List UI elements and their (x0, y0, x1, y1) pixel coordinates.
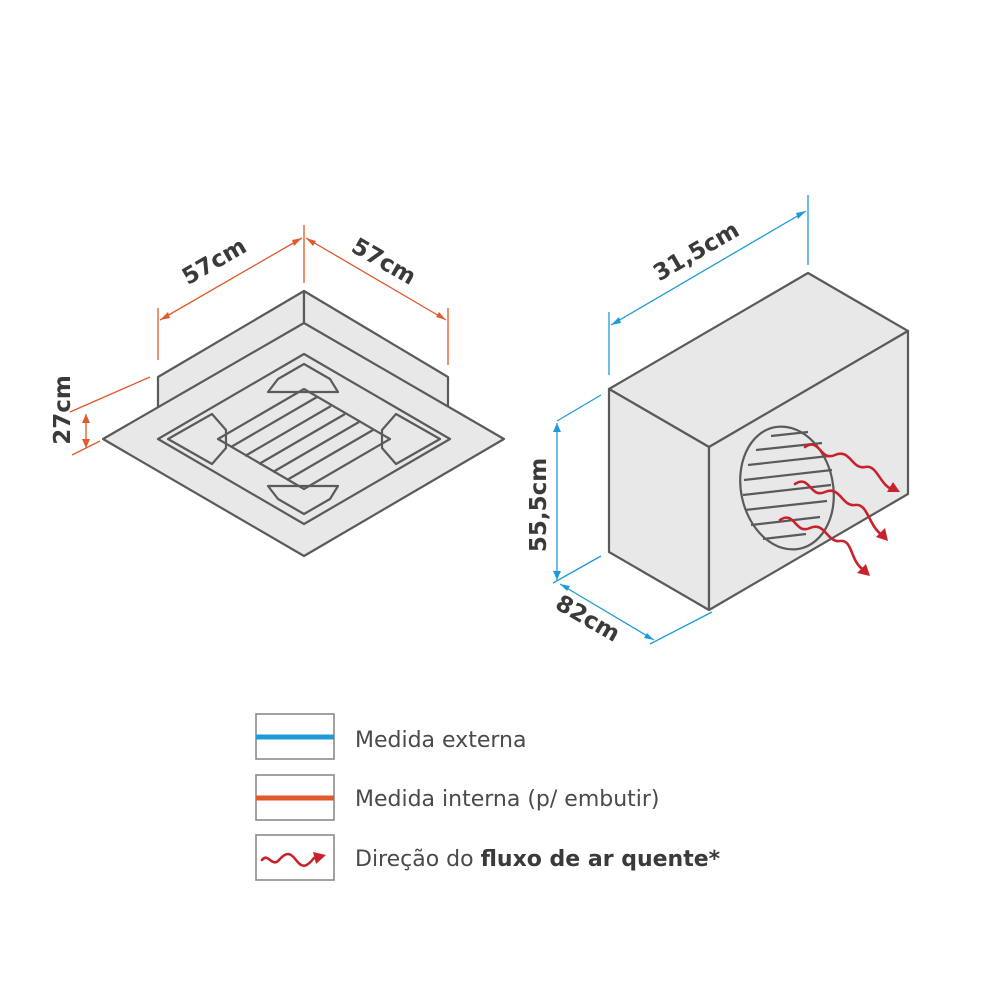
indoor-cassette-unit: 57cm 57cm 27cm (50, 225, 506, 558)
outdoor-fan-slats (742, 430, 833, 541)
indoor-depth-dimension (305, 237, 449, 365)
legend-airflow-label: Direção do fluxo de ar quente* (355, 847, 721, 872)
indoor-vent-bottom (266, 484, 340, 516)
indoor-grille (216, 387, 392, 491)
indoor-width-dimension (157, 225, 305, 360)
indoor-grille-slats (230, 396, 374, 481)
outdoor-front-face (707, 329, 910, 612)
wavy-arrow-icon (260, 852, 326, 868)
outdoor-height-dimension (552, 394, 602, 584)
outdoor-condenser-unit: 31,5cm 55,5cm 82cm (526, 195, 910, 648)
indoor-vent-top (266, 362, 340, 394)
outdoor-width-label: 82cm (551, 590, 624, 647)
outdoor-height-label: 55,5cm (526, 458, 552, 552)
indoor-height-dimension (69, 376, 151, 456)
indoor-front-panel (101, 321, 506, 558)
indoor-vent-left (166, 412, 228, 466)
legend-item-external: Medida externa (255, 713, 526, 760)
legend-item-internal: Medida interna (p/ embutir) (255, 774, 660, 821)
outdoor-depth-dimension (608, 195, 809, 375)
indoor-depth-label: 57cm (347, 233, 420, 290)
indoor-inner-frame (156, 352, 452, 526)
indoor-vent-right (380, 412, 442, 466)
legend-external-label: Medida externa (355, 728, 526, 753)
legend: Medida externa Medida interna (p/ embuti… (255, 713, 721, 881)
outdoor-width-dimension (559, 583, 713, 645)
indoor-width-label: 57cm (178, 233, 251, 290)
legend-internal-label: Medida interna (p/ embutir) (355, 787, 660, 812)
outdoor-fan-grille (739, 425, 835, 551)
indoor-height-label: 27cm (50, 375, 76, 445)
outdoor-hot-air-arrows (778, 443, 900, 576)
legend-airflow-bold: fluxo de ar quente* (481, 847, 721, 872)
legend-airflow-prefix: Direção do (355, 847, 481, 872)
outdoor-depth-label: 31,5cm (649, 217, 744, 287)
legend-item-airflow: Direção do fluxo de ar quente* (255, 834, 721, 881)
